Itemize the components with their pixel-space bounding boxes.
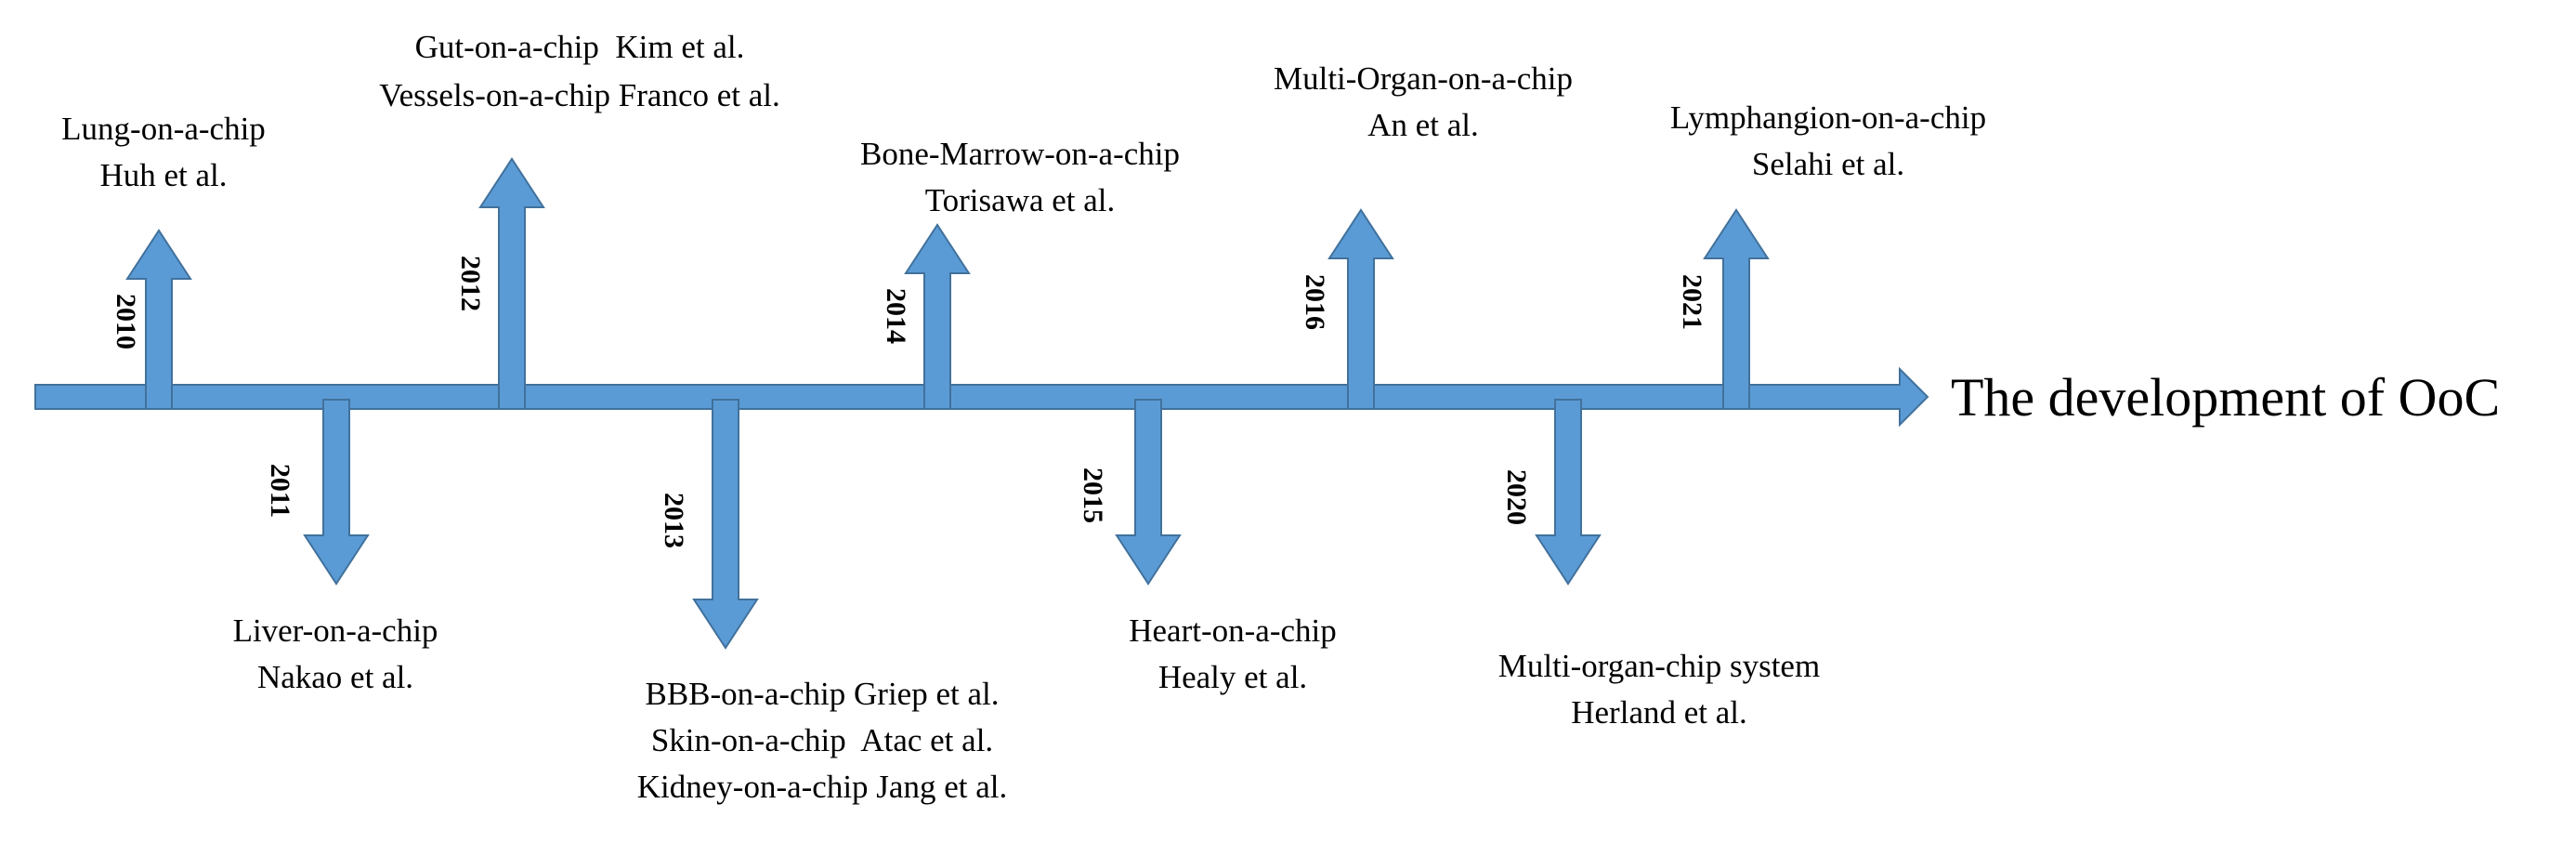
- milestone-text-2016: Multi-Organ-on-a-chip An et al.: [1274, 60, 1573, 143]
- milestone-line: An et al.: [1367, 107, 1479, 143]
- milestone-line: Huh et al.: [99, 157, 227, 193]
- milestone-arrow-2010: [125, 229, 192, 410]
- milestone-arrow-2012: [478, 157, 545, 410]
- milestone-line: Lymphangion-on-a-chip: [1670, 99, 1986, 136]
- year-label-2020: 2020: [1501, 469, 1532, 525]
- milestone-line: BBB-on-a-chip Griep et al.: [645, 676, 999, 712]
- main-timeline-arrow: [34, 366, 1929, 428]
- year-label-2011: 2011: [265, 464, 295, 518]
- milestone-text-2012: Gut-on-a-chip Kim et al. Vessels-on-a-chi…: [379, 29, 780, 113]
- milestone-line: Kidney-on-a-chip Jang et al.: [637, 769, 1007, 805]
- milestone-arrow-2014: [904, 223, 971, 410]
- year-label-2016: 2016: [1300, 274, 1330, 330]
- milestone-arrow-2016: [1327, 208, 1394, 410]
- milestone-text-2013: BBB-on-a-chip Griep et al. Skin-on-a-chip…: [637, 676, 1007, 805]
- year-label-2021: 2021: [1677, 274, 1707, 330]
- milestone-line: Nakao et al.: [257, 659, 413, 695]
- milestone-arrow-2015: [1115, 399, 1182, 586]
- milestone-line: Heart-on-a-chip: [1129, 612, 1336, 649]
- year-label-2013: 2013: [659, 493, 689, 548]
- year-label-2015: 2015: [1078, 468, 1108, 523]
- year-label-2012: 2012: [455, 256, 486, 311]
- milestone-arrow-2021: [1703, 208, 1770, 410]
- milestone-line: Selahi et al.: [1752, 146, 1904, 182]
- milestone-line: Bone-Marrow-on-a-chip: [860, 136, 1180, 172]
- milestone-arrow-2020: [1535, 399, 1602, 586]
- milestone-line: Torisawa et al.: [925, 182, 1116, 218]
- milestone-line: Multi-Organ-on-a-chip: [1274, 60, 1573, 97]
- milestone-line: Gut-on-a-chip Kim et al.: [415, 29, 745, 65]
- year-label-2010: 2010: [111, 294, 141, 349]
- milestone-line: Healy et al.: [1158, 659, 1307, 695]
- milestone-arrow-2011: [303, 399, 370, 586]
- milestone-line: Liver-on-a-chip: [233, 612, 438, 649]
- year-label-2014: 2014: [881, 288, 911, 344]
- milestone-line: Vessels-on-a-chip Franco et al.: [379, 77, 780, 113]
- milestone-line: Herland et al.: [1571, 694, 1747, 731]
- diagram-title: The development of OoC: [1951, 367, 2500, 428]
- milestone-arrow-2013: [692, 399, 759, 650]
- milestone-2012: 2012 Gut-on-a-chip Kim et al. Vessels-on-a…: [379, 29, 780, 410]
- milestone-line: Skin-on-a-chip Atac et al.: [651, 722, 993, 758]
- milestone-2016: 2016 Multi-Organ-on-a-chip An et al.: [1274, 60, 1573, 410]
- milestone-line: Lung-on-a-chip: [61, 111, 266, 147]
- milestone-line: Multi-organ-chip system: [1498, 648, 1820, 684]
